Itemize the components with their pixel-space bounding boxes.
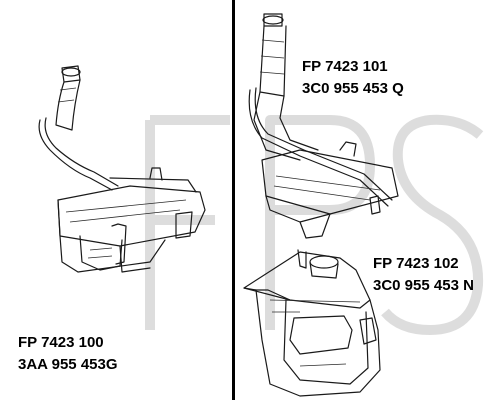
panel-divider (232, 0, 235, 400)
part-label-left: FP 7423 100 3AA 955 453G (18, 332, 118, 376)
oem-number: 3AA 955 453G (18, 356, 118, 373)
oem-number: 3C0 955 453 N (373, 277, 474, 294)
part-number: FP 7423 101 (302, 58, 388, 75)
part-label-top-right: FP 7423 101 3C0 955 453 Q (302, 56, 404, 100)
fps-watermark-logo (145, 114, 484, 335)
oem-number: 3C0 955 453 Q (302, 80, 404, 97)
part-label-bottom-right: FP 7423 102 3C0 955 453 N (373, 253, 474, 297)
part-number: FP 7423 100 (18, 334, 104, 351)
reservoir-drawing-top-right (248, 13, 399, 239)
part-number: FP 7423 102 (373, 255, 459, 272)
reservoir-drawing-bottom-right (243, 249, 381, 397)
reservoir-drawing-left (38, 65, 206, 273)
